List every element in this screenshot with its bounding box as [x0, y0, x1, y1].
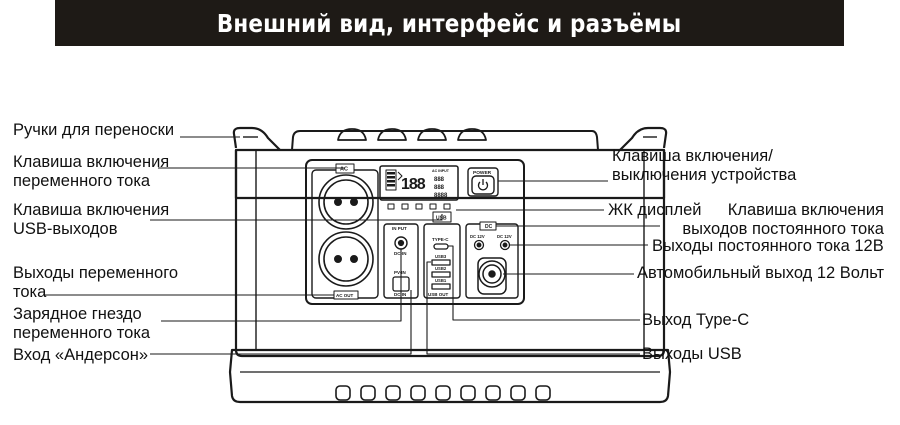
- callout-car-outlet-line1: Автомобильный выход 12 Вольт: [637, 264, 885, 282]
- device-body: [228, 126, 672, 404]
- label-power: POWER: [473, 170, 492, 176]
- usb1-port: [431, 283, 451, 290]
- callout-dc-switch-line1: Клавиша включения: [727, 201, 884, 219]
- label-dc: DC: [485, 224, 493, 230]
- power-button[interactable]: [467, 167, 499, 197]
- callout-usb-switch-line2: USB-выходов: [13, 220, 118, 238]
- callout-power-button: Клавиша включения/ выключения устройства: [612, 147, 796, 185]
- callout-ac-switch-line2: переменного тока: [13, 172, 151, 190]
- lcd-row3: 8888: [434, 193, 448, 199]
- right-handle: [619, 126, 668, 151]
- callout-dc-switch-line2: выходов постоянного тока: [682, 220, 884, 238]
- label-dc-in-bottom: DC IN: [394, 292, 406, 297]
- leader-type-c: [448, 245, 640, 321]
- callout-usb-switch: Клавиша включения USB-выходов: [13, 201, 169, 239]
- ac-socket-bottom: [318, 231, 374, 287]
- label-usb1: USB1: [435, 278, 447, 283]
- callout-usb-outputs-line1: Выходы USB: [642, 345, 742, 363]
- front-panel: [305, 159, 525, 305]
- label-dc-in: DC-IN: [394, 251, 407, 256]
- leader-ac-charge: [161, 249, 402, 322]
- callout-anderson-line1: Вход «Андерсон»: [13, 346, 149, 364]
- callout-power-button-line1: Клавиша включения/: [612, 147, 773, 165]
- callout-anderson: Вход «Андерсон»: [13, 346, 148, 365]
- label-usb2: USB2: [435, 266, 447, 271]
- label-pv-in: PV-IN: [394, 270, 406, 275]
- callout-ac-charge-line1: Зарядное гнездо: [13, 305, 142, 323]
- usb2-port: [431, 271, 451, 278]
- label-type-c: TYPE-C: [432, 237, 449, 242]
- callout-power-button-line2: выключения устройства: [612, 166, 797, 184]
- lcd-digits: 188: [401, 176, 426, 193]
- left-handle: [232, 126, 281, 151]
- lcd-row1: 888: [434, 177, 445, 183]
- lcd-display: [379, 165, 459, 210]
- leader-usb-outputs: [426, 261, 640, 355]
- callout-dc-outputs-line1: Выходы постоянного тока 12В: [652, 237, 884, 255]
- callout-type-c-line1: Выход Type-C: [642, 311, 750, 329]
- power-icon: [477, 179, 489, 191]
- callout-ac-switch: Клавиша включения переменного тока: [13, 153, 169, 191]
- car-outlet: [477, 257, 507, 295]
- callout-dc-switch: Клавиша включения выходов постоянного то…: [682, 201, 884, 239]
- callout-ac-outputs-line2: тока: [13, 283, 47, 301]
- lcd-row2: 888: [434, 185, 445, 191]
- ac-socket-top: [318, 174, 374, 230]
- leader-lines: [44, 136, 660, 355]
- page-title: Внешний вид, интерфейс и разъёмы: [217, 8, 682, 38]
- callout-ac-outputs-line1: Выходы переменного: [13, 264, 179, 282]
- label-usb3: USB3: [435, 254, 447, 259]
- callout-type-c: Выход Type-C: [642, 311, 749, 330]
- ac-section: [311, 163, 379, 300]
- callout-car-outlet: Автомобильный выход 12 Вольт: [637, 264, 884, 283]
- callout-ac-charge: Зарядное гнездо переменного тока: [13, 305, 150, 343]
- callout-handles: Ручки для переноски: [13, 121, 174, 140]
- title-bar: Внешний вид, интерфейс и разъёмы: [55, 0, 844, 46]
- leader-anderson: [150, 290, 412, 355]
- type-c-port: [433, 243, 449, 250]
- label-dc12v-left: DC 12V: [470, 234, 485, 239]
- callout-lcd-line1: ЖК дисплей: [608, 201, 702, 219]
- callout-ac-switch-line1: Клавиша включения: [13, 153, 170, 171]
- callout-handles-line1: Ручки для переноски: [13, 121, 175, 139]
- label-in-put: IN PUT: [392, 226, 407, 231]
- usb3-port: [431, 259, 451, 266]
- label-ac-out: AC OUT: [336, 293, 353, 298]
- dc-12v-outputs: [473, 239, 511, 251]
- callout-ac-outputs: Выходы переменного тока: [13, 264, 178, 302]
- lcd-ac-input: AC INPUT: [432, 169, 450, 173]
- label-usb-out: USB OUT: [428, 292, 449, 297]
- leader-usb-switch: [150, 214, 443, 221]
- callout-ac-charge-line2: переменного тока: [13, 324, 151, 342]
- callout-usb-switch-line1: Клавиша включения: [13, 201, 170, 219]
- callout-usb-outputs: Выходы USB: [642, 345, 742, 364]
- label-ac: AC: [340, 167, 348, 173]
- callout-lcd: ЖК дисплей: [608, 201, 701, 220]
- callout-dc-outputs: Выходы постоянного тока 12В: [652, 237, 884, 256]
- label-dc12v-right: DC 12V: [497, 234, 512, 239]
